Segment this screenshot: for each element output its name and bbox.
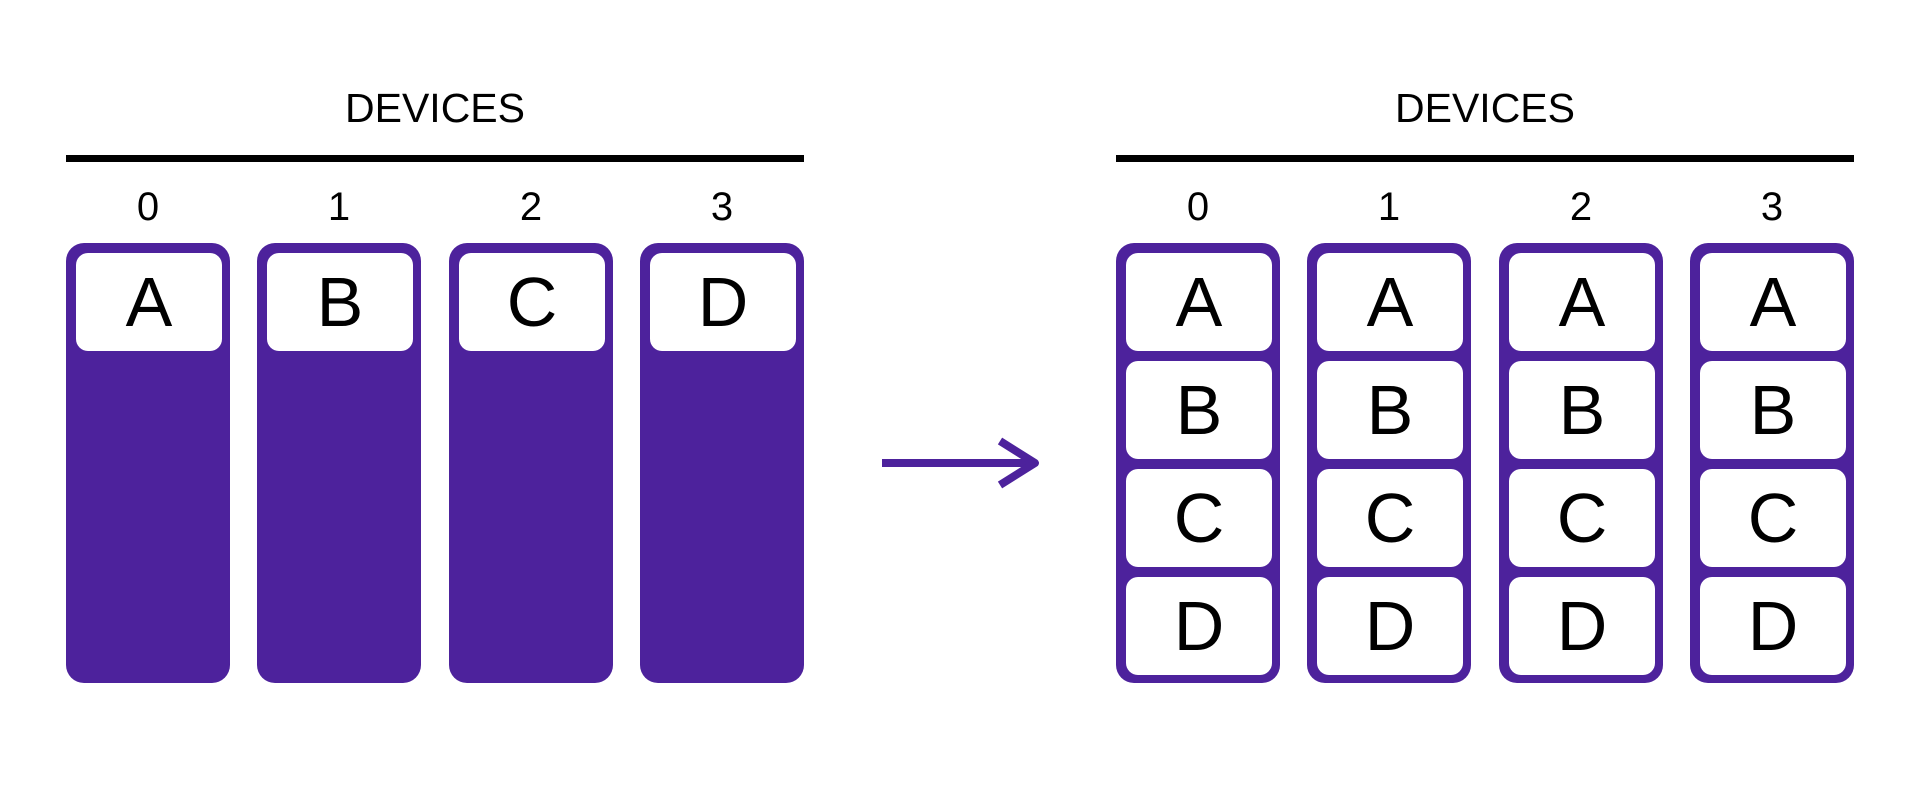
shard-cell: D (1700, 577, 1846, 675)
device-memory: A B C D (1499, 243, 1663, 683)
arrow-head (997, 437, 1039, 489)
shard-cell: B (267, 253, 413, 351)
device-label: 1 (327, 185, 351, 229)
shard-cell: B (1126, 361, 1272, 459)
device-memory: A B C D (1307, 243, 1471, 683)
right-arrow-icon (882, 437, 1039, 489)
panel-title: DEVICES (345, 85, 525, 131)
before-panel: DEVICES 0 A 1 B 2 C 3 D (66, 0, 804, 798)
device-label: 0 (1186, 185, 1210, 229)
device-memory: B (257, 243, 421, 683)
shard-cell: C (1509, 469, 1655, 567)
shard-cell: A (1509, 253, 1655, 351)
device-2: 2 A B C D (1499, 0, 1663, 690)
shard-cell: B (1317, 361, 1463, 459)
device-3: 3 D (640, 0, 804, 690)
device-label: 3 (1760, 185, 1784, 229)
device-0: 0 A B C D (1116, 0, 1280, 690)
device-0: 0 A (66, 0, 230, 690)
shard-cell: D (650, 253, 796, 351)
panel-title: DEVICES (1395, 85, 1575, 131)
shard-cell: A (76, 253, 222, 351)
shard-cell: A (1317, 253, 1463, 351)
device-1: 1 B (257, 0, 421, 690)
shard-cell: D (1509, 577, 1655, 675)
shard-cell: B (1509, 361, 1655, 459)
device-memory: D (640, 243, 804, 683)
device-label: 3 (710, 185, 734, 229)
shard-cell: A (1700, 253, 1846, 351)
device-label: 2 (1569, 185, 1593, 229)
shard-cell: D (1317, 577, 1463, 675)
device-3: 3 A B C D (1690, 0, 1854, 690)
device-2: 2 C (449, 0, 613, 690)
device-memory: A (66, 243, 230, 683)
device-1: 1 A B C D (1307, 0, 1471, 690)
after-panel: DEVICES 0 A B C D 1 A B C D 2 A B C D 3 … (1116, 0, 1854, 798)
shard-cell: C (459, 253, 605, 351)
device-memory: A B C D (1690, 243, 1854, 683)
device-memory: A B C D (1116, 243, 1280, 683)
shard-cell: B (1700, 361, 1846, 459)
panel-divider (1116, 155, 1854, 162)
shard-cell: C (1126, 469, 1272, 567)
device-label: 0 (136, 185, 160, 229)
device-memory: C (449, 243, 613, 683)
shard-cell: D (1126, 577, 1272, 675)
shard-cell: C (1317, 469, 1463, 567)
shard-cell: A (1126, 253, 1272, 351)
shard-cell: C (1700, 469, 1846, 567)
device-label: 2 (519, 185, 543, 229)
panel-divider (66, 155, 804, 162)
device-label: 1 (1377, 185, 1401, 229)
